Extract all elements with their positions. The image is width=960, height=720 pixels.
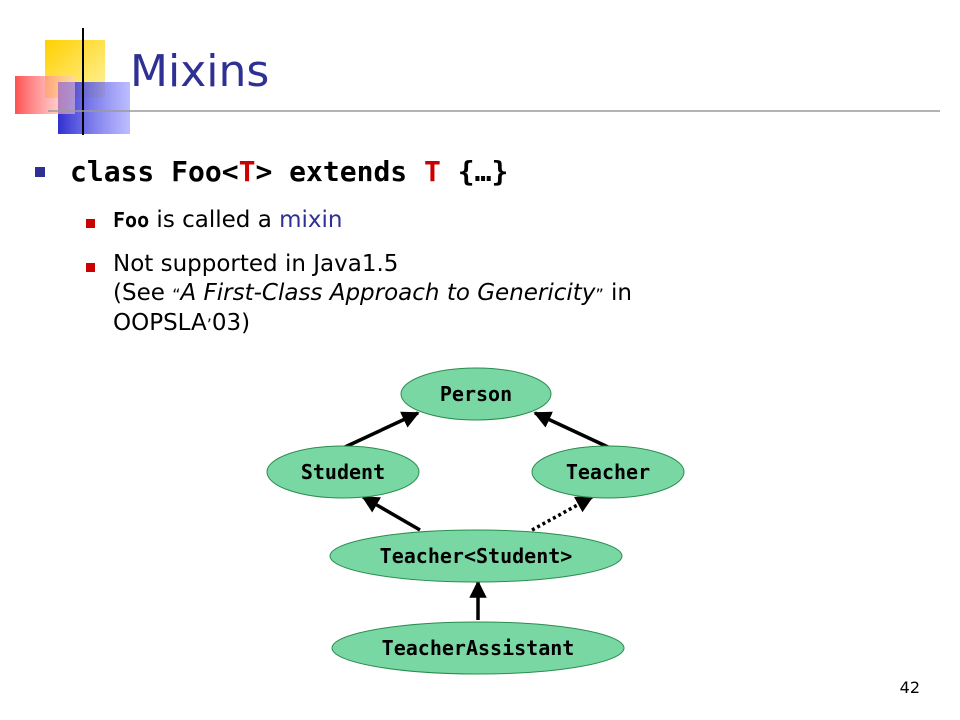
mixin-term: mixin — [279, 207, 343, 233]
page-number: 42 — [899, 678, 920, 697]
sub-bullet-marker — [86, 219, 95, 228]
code-foo: Foo — [113, 208, 150, 232]
arrow-teacherstudent-student — [361, 495, 421, 532]
sub-bullet-mixin: Foo is called a mixin — [35, 206, 935, 235]
corner-decoration — [15, 28, 940, 135]
paper-title: A First-Class Approach to Genericity — [180, 280, 596, 306]
code-extends: > extends — [255, 155, 425, 188]
arrow-teacher-person — [533, 411, 609, 449]
code-class-foo: class Foo< — [70, 155, 239, 188]
node-teacher-assistant-label: TeacherAssistant — [382, 636, 575, 660]
node-student: Student — [266, 445, 420, 499]
node-person: Person — [400, 367, 552, 421]
arrow-teacherstudent-teacher-dotted — [531, 495, 594, 532]
red-square — [15, 76, 75, 114]
arrow-student-person — [344, 411, 420, 449]
bullet-marker — [35, 167, 45, 177]
java-line-3: OOPSLA’03) — [113, 310, 251, 336]
code-declaration: class Foo<T> extends T {…} — [70, 155, 508, 188]
java-line-1: Not supported in Java1.5 — [113, 251, 399, 277]
slide-title: Mixins — [130, 46, 270, 97]
node-teacher: Teacher — [531, 445, 685, 499]
sub-bullet-marker — [86, 263, 95, 272]
java-support-text: Not supported in Java1.5 (See “A First-C… — [113, 250, 935, 339]
node-teacher-student-label: Teacher<Student> — [380, 544, 573, 568]
code-type-param-2: T — [424, 155, 441, 188]
bullet-class-declaration: class Foo<T> extends T {…} — [35, 152, 935, 196]
sub-bullet-java: Not supported in Java1.5 (See “A First-C… — [35, 250, 935, 339]
code-body: {…} — [440, 155, 509, 188]
node-teacher-student: Teacher<Student> — [329, 529, 623, 583]
node-person-label: Person — [440, 382, 512, 406]
code-type-param: T — [238, 155, 256, 188]
node-teacher-assistant: TeacherAssistant — [331, 621, 625, 675]
node-student-label: Student — [301, 460, 385, 484]
node-teacher-label: Teacher — [566, 460, 650, 484]
mixin-text: is called a — [149, 207, 280, 233]
java-line-2: (See “A First-Class Approach to Generici… — [113, 280, 633, 306]
bullet-list: class Foo<T> extends T {…} Foo is called… — [35, 152, 935, 339]
